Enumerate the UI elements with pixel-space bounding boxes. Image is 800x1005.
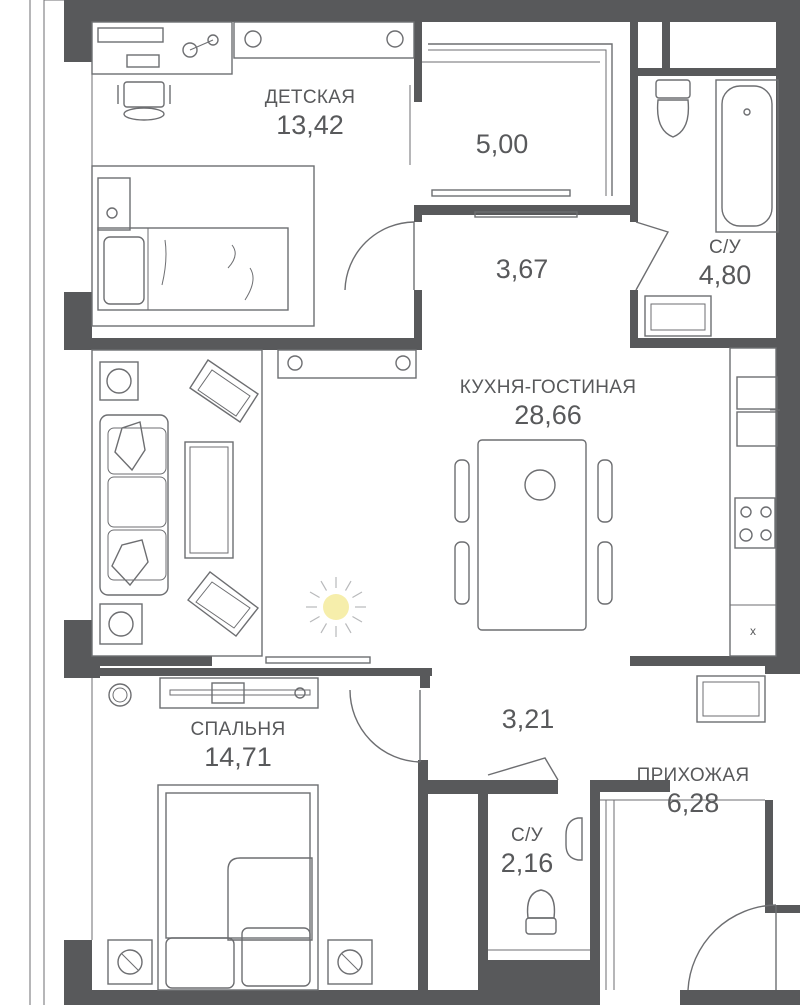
kids-door <box>344 85 415 291</box>
facade-lines <box>29 0 93 1005</box>
room-name: СПАЛЬНЯ <box>190 719 286 740</box>
walls <box>64 0 800 1005</box>
room-label-living: КУХНЯ-ГОСТИНАЯ 28,66 <box>428 377 668 431</box>
sun-rays <box>306 577 366 637</box>
kids-bed <box>91 165 315 327</box>
room-name: ПРИХОЖАЯ <box>636 765 750 786</box>
room-area: 14,71 <box>204 742 272 772</box>
room-label-bedroom: СПАЛЬНЯ 14,71 <box>163 719 313 773</box>
room-area: 4,80 <box>698 260 752 290</box>
room-label-kids: ДЕТСКАЯ 13,42 <box>235 87 385 141</box>
room-name: С/У <box>709 237 741 258</box>
kids-wardrobe <box>233 21 415 59</box>
kitchen-counter <box>729 347 780 657</box>
tv-unit <box>277 349 417 379</box>
storage-shelves <box>422 43 613 218</box>
room-label-corridor-top: 3,67 <box>472 253 572 285</box>
fridge-mark: x <box>750 624 756 638</box>
room-label-corridor-bottom: 3,21 <box>478 703 578 735</box>
entrance-door <box>687 904 777 991</box>
room-label-bath-bottom: С/У 2,16 <box>482 825 572 879</box>
room-area: 13,42 <box>276 110 344 140</box>
dining-table <box>454 439 613 631</box>
sofa-area <box>91 349 263 657</box>
bedroom-furniture <box>107 677 373 991</box>
room-area: 2,16 <box>500 848 554 878</box>
hall-wardrobe <box>600 799 765 990</box>
corridor-doors <box>349 689 559 781</box>
hall-shoe-cabinet <box>696 675 766 723</box>
living-window <box>265 656 371 664</box>
sun-ray <box>344 623 352 634</box>
room-area: 5,00 <box>475 129 529 159</box>
sun-ray <box>309 591 320 599</box>
sun-ray <box>320 580 328 591</box>
sun-ray <box>352 615 363 623</box>
room-name: ДЕТСКАЯ <box>264 87 356 108</box>
sun-icon <box>323 594 349 620</box>
sun-ray <box>320 623 328 634</box>
room-label-bath-top: С/У 4,80 <box>680 237 770 291</box>
bath-top-fixtures <box>635 79 779 337</box>
room-name: С/У <box>511 825 543 846</box>
sun-ray <box>352 591 363 599</box>
kids-desk <box>91 21 233 121</box>
room-area: 28,66 <box>514 400 582 430</box>
room-name: КУХНЯ-ГОСТИНАЯ <box>459 377 637 398</box>
room-label-hall: ПРИХОЖАЯ 6,28 <box>618 765 768 819</box>
room-area: 6,28 <box>666 788 720 818</box>
sun-ray <box>344 580 352 591</box>
sun-ray <box>309 615 320 623</box>
room-label-storage: 5,00 <box>452 128 552 160</box>
room-area: 3,21 <box>501 704 555 734</box>
room-area: 3,67 <box>495 254 549 284</box>
bath-bottom-fixtures <box>488 817 590 951</box>
